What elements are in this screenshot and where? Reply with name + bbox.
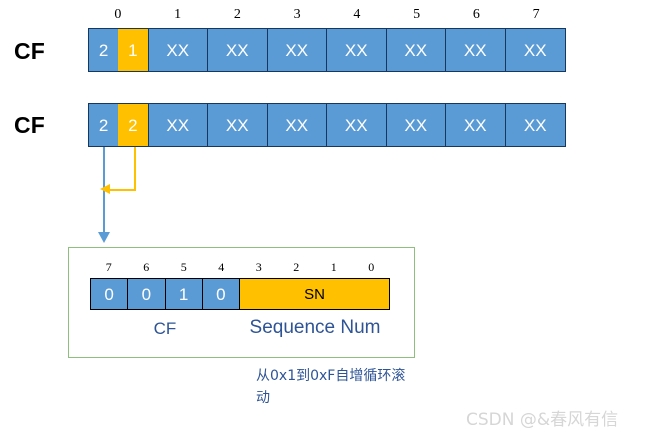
bit-cell-7[interactable]: 0 xyxy=(91,279,129,309)
bit-index: 6 xyxy=(143,260,150,274)
byte-strip-2: 2 2 XX XX XX XX XX XX XX xyxy=(88,103,566,147)
bit-index: 0 xyxy=(368,260,375,274)
byte-cell-1[interactable]: XX xyxy=(148,104,208,146)
byte-cell-0[interactable]: 2 2 xyxy=(89,104,149,146)
bit-index: 4 xyxy=(218,260,225,274)
connector-line-amber-vertical xyxy=(134,147,136,191)
bit-cell-6[interactable]: 0 xyxy=(128,279,166,309)
byte-index: 0 xyxy=(114,7,122,22)
byte-cell-6[interactable]: XX xyxy=(446,29,506,71)
bit-index: 3 xyxy=(255,260,262,274)
byte-cell-0-right-highlight: 1 xyxy=(118,29,148,71)
connector-line-amber-horizontal xyxy=(110,189,136,191)
byte-cell-5[interactable]: XX xyxy=(386,29,446,71)
byte-cell-4[interactable]: XX xyxy=(327,29,387,71)
byte-index: 3 xyxy=(293,7,301,22)
note-text: 从0x1到0xF自增循环滚动 xyxy=(256,368,406,406)
byte-cell-0-right-highlight: 2 xyxy=(118,104,148,146)
bit-cell-4[interactable]: 0 xyxy=(202,279,240,309)
byte-cell-0[interactable]: 2 1 xyxy=(89,29,149,71)
bit-index: 2 xyxy=(293,260,300,274)
caption-cf: CF xyxy=(153,319,177,338)
connector-arrow-amber-left-icon xyxy=(100,184,110,194)
byte-strip-1: 2 1 XX XX XX XX XX XX XX xyxy=(88,28,566,72)
byte-index: 7 xyxy=(532,7,540,22)
connector-arrow-blue-down-icon xyxy=(98,232,110,243)
bit-field-strip: 0 0 1 0 SN xyxy=(90,278,390,310)
byte-cell-2[interactable]: XX xyxy=(208,104,268,146)
byte-index: 2 xyxy=(233,7,241,22)
byte-cell-0-left: 2 xyxy=(89,29,119,71)
bit-index: 1 xyxy=(330,260,337,274)
byte-index: 1 xyxy=(174,7,182,22)
bit-field-sn[interactable]: SN xyxy=(240,279,389,309)
byte-index: 5 xyxy=(413,7,421,22)
bit-index: 5 xyxy=(180,260,187,274)
byte-cell-2[interactable]: XX xyxy=(208,29,268,71)
row-label-cf-2: CF xyxy=(14,112,46,138)
byte-cell-0-left: 2 xyxy=(89,104,119,146)
watermark: CSDN @&春风有信 xyxy=(466,410,619,430)
byte-cell-7[interactable]: XX xyxy=(505,104,565,146)
byte-cell-4[interactable]: XX xyxy=(327,104,387,146)
byte-index-row-1: 0 1 2 3 4 5 6 7 xyxy=(88,8,566,22)
byte-index: 4 xyxy=(353,7,361,22)
bit-index: 7 xyxy=(105,260,112,274)
bit-cell-5[interactable]: 1 xyxy=(165,279,203,309)
byte-cell-5[interactable]: XX xyxy=(386,104,446,146)
byte-index: 6 xyxy=(472,7,480,22)
byte-cell-3[interactable]: XX xyxy=(267,29,327,71)
row-label-cf-1: CF xyxy=(14,38,46,64)
bit-index-row: 7 6 5 4 3 2 1 0 xyxy=(90,261,390,273)
caption-sequence-num: Sequence Num xyxy=(249,317,381,338)
byte-cell-3[interactable]: XX xyxy=(267,104,327,146)
byte-cell-6[interactable]: XX xyxy=(446,104,506,146)
byte-cell-1[interactable]: XX xyxy=(148,29,208,71)
byte-cell-7[interactable]: XX xyxy=(505,29,565,71)
